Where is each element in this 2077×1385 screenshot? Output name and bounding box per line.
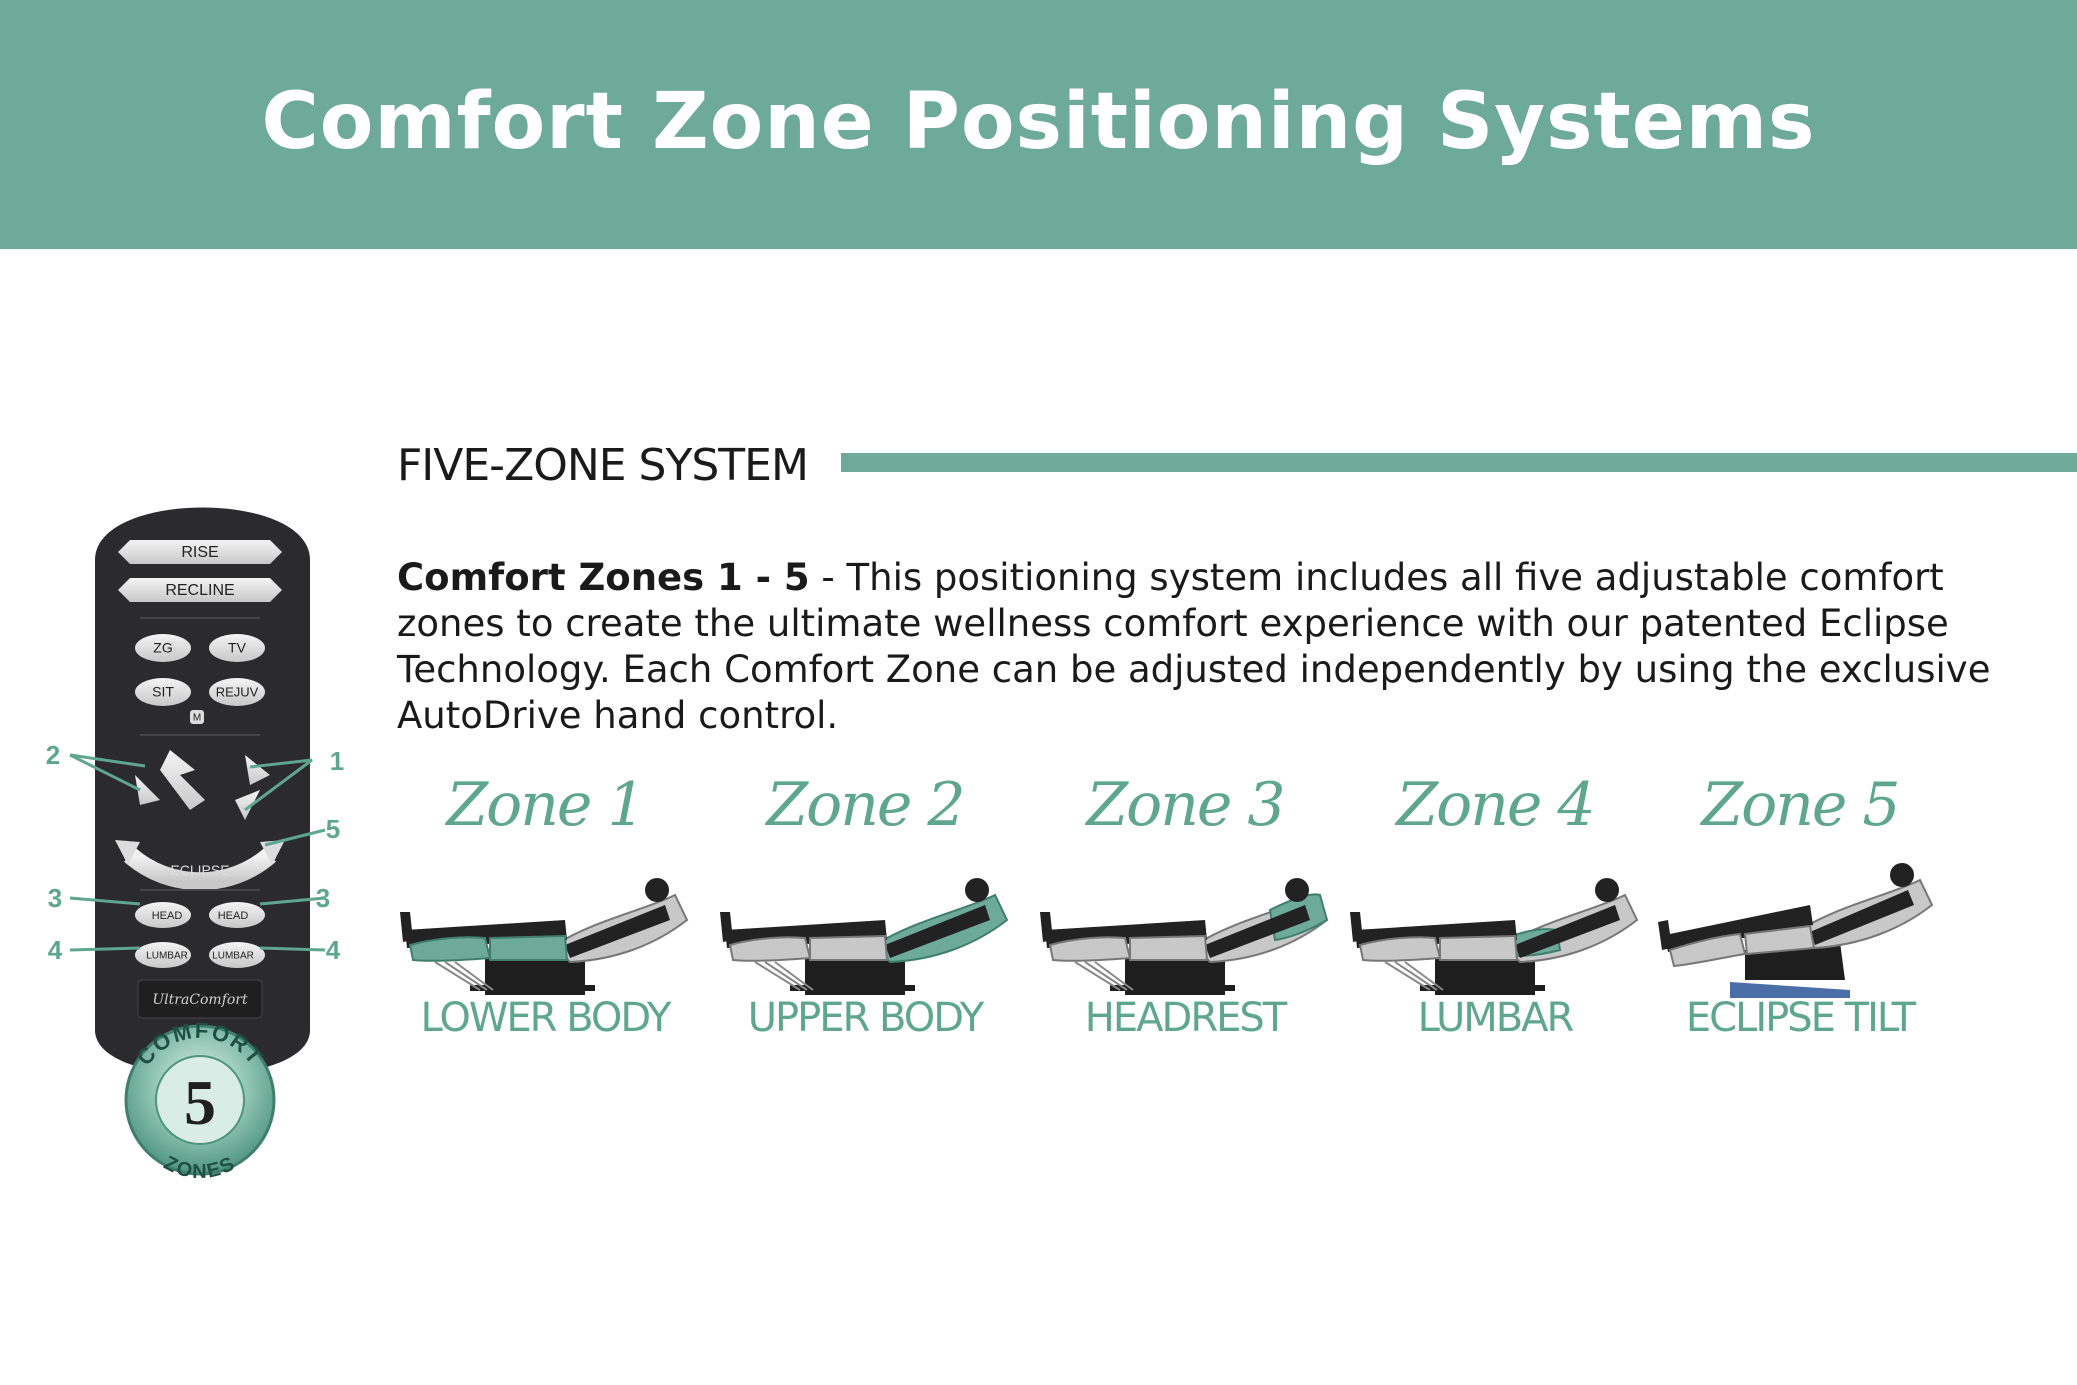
page-title: Comfort Zone Positioning Systems xyxy=(261,76,1816,167)
zone-1-label: LOWER BODY xyxy=(420,995,672,1041)
zone-2-recliner-illustration xyxy=(720,878,1009,995)
rejuv-button xyxy=(209,678,265,706)
svg-text:HEAD: HEAD xyxy=(152,910,183,922)
callout-3-left: 3 xyxy=(48,883,62,913)
zone-4-title: Zone 4 xyxy=(1396,770,1595,840)
section-rule xyxy=(841,453,2077,472)
zone-3-label: HEADREST xyxy=(1084,995,1287,1041)
zone-3-recliner-illustration xyxy=(1040,878,1329,995)
zone-5-label: ECLIPSE TILT xyxy=(1685,995,1916,1041)
lower-body-arrow xyxy=(135,775,160,805)
upper-arrow-down xyxy=(235,790,260,820)
eclipse-arc xyxy=(124,848,276,891)
lumbar-right-button xyxy=(209,942,265,968)
description-body: - This positioning system includes all f… xyxy=(397,556,1991,737)
zone-2-label: UPPER BODY xyxy=(747,995,985,1041)
svg-text:LUMBAR: LUMBAR xyxy=(212,951,254,962)
brand-plate xyxy=(137,979,263,1019)
section-heading: FIVE-ZONE SYSTEM xyxy=(397,440,809,491)
zone-2-title: Zone 2 xyxy=(766,770,965,840)
lumbar-left-button xyxy=(135,942,191,968)
badge-number: 5 xyxy=(184,1067,216,1138)
m-button xyxy=(190,710,204,724)
brand-logo: UltraComfort xyxy=(152,992,248,1008)
zone-5-recliner-illustration xyxy=(1658,863,1934,998)
upper-arrow-up xyxy=(245,755,270,785)
description-lead: Comfort Zones 1 - 5 xyxy=(397,556,810,599)
zone-1-recliner-illustration xyxy=(400,878,689,995)
zg-button xyxy=(135,634,191,662)
tv-button xyxy=(209,634,265,662)
svg-text:M: M xyxy=(193,713,201,724)
zone-3-title: Zone 3 xyxy=(1086,770,1285,840)
callout-2: 2 xyxy=(46,740,60,770)
recline-button-label: RECLINE xyxy=(165,582,234,599)
callout-4-right: 4 xyxy=(326,935,341,965)
callout-3-right: 3 xyxy=(316,883,330,913)
callout-1: 1 xyxy=(330,746,344,776)
rise-button xyxy=(118,540,282,564)
upper-body-arrow xyxy=(160,750,205,810)
sit-button xyxy=(135,678,191,706)
rise-button-label: RISE xyxy=(181,544,218,561)
zone-card-4: Zone 4 LUMBAR xyxy=(1345,770,1645,1060)
zone-card-2: Zone 2 UPPER BODY xyxy=(715,770,1015,1060)
svg-text:TV: TV xyxy=(228,640,247,656)
zone-card-5: Zone 5 ECLIPSE TILT xyxy=(1650,770,1950,1060)
zone-4-recliner-illustration xyxy=(1350,878,1639,995)
head-left-button xyxy=(135,902,191,928)
zone-1-title: Zone 1 xyxy=(446,770,645,840)
zone-5-title: Zone 5 xyxy=(1701,770,1900,840)
svg-text:SIT: SIT xyxy=(152,684,174,700)
hand-control-remote: RISE RECLINE ZG TV SIT REJUV M ECLIPSE H… xyxy=(46,507,344,1180)
svg-text:REJUV: REJUV xyxy=(216,684,259,699)
eclipse-label: ECLIPSE xyxy=(170,862,229,878)
svg-text:LUMBAR: LUMBAR xyxy=(146,951,188,962)
header-banner: Comfort Zone Positioning Systems xyxy=(0,0,2077,249)
zone-card-3: Zone 3 HEADREST xyxy=(1035,770,1335,1060)
callout-4-left: 4 xyxy=(48,935,63,965)
callout-5: 5 xyxy=(326,814,340,844)
zone-4-label: LUMBAR xyxy=(1417,995,1575,1041)
description-paragraph: Comfort Zones 1 - 5 - This positioning s… xyxy=(397,555,2057,739)
svg-text:ZG: ZG xyxy=(153,640,172,656)
head-right-button xyxy=(209,902,265,928)
svg-text:HEAD: HEAD xyxy=(218,910,249,922)
zone-card-1: Zone 1 LOWER BODY xyxy=(395,770,695,1060)
recline-button xyxy=(118,578,282,602)
